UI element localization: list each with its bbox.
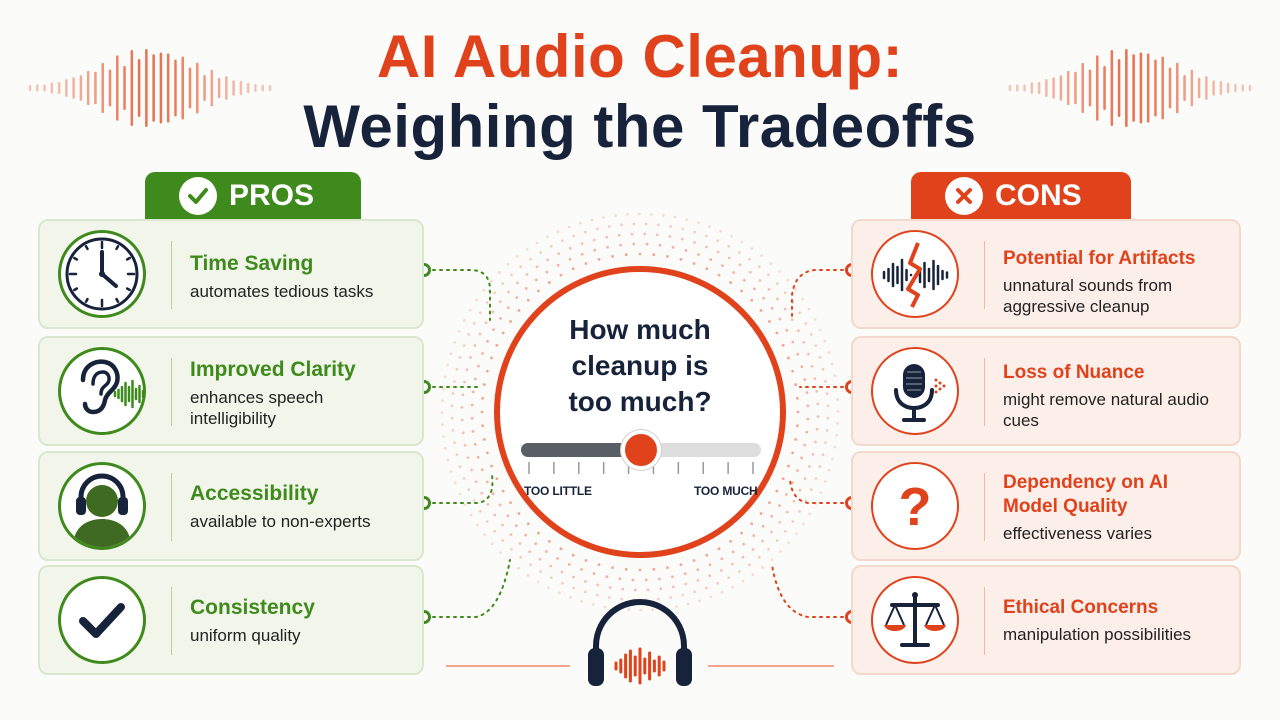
slider-fill <box>521 443 641 457</box>
microphone-icon <box>871 347 959 435</box>
pros-label: PROS <box>229 179 315 212</box>
pro-card-time-saving: Time Saving automates tedious tasks <box>38 219 424 329</box>
pro-card-improved-clarity: Improved Clarity enhances speech intelli… <box>38 336 424 446</box>
center-circle <box>494 266 786 558</box>
pro-heading: Improved Clarity <box>190 358 356 381</box>
pro-description: automates tedious tasks <box>190 282 374 301</box>
pro-heading: Consistency <box>190 596 315 619</box>
connector-accessibility <box>425 474 494 504</box>
slider-max-label: TOO MUCH <box>694 484 758 498</box>
con-heading: Loss of Nuance <box>1003 362 1145 383</box>
svg-text:?: ? <box>899 477 932 537</box>
checkmark-icon <box>58 576 146 664</box>
con-card-dependency: ? Dependency on AI Model Quality effecti… <box>851 451 1241 561</box>
x-circle-icon <box>945 177 983 215</box>
cons-label: CONS <box>995 179 1082 212</box>
title-line-1: AI Audio Cleanup: <box>376 23 904 90</box>
person-headphones-icon <box>58 462 146 550</box>
pro-description: enhances speech intelligibility <box>190 388 324 428</box>
dotted-halo <box>440 212 840 612</box>
cons-header: CONS <box>911 172 1131 220</box>
connector-ethical <box>771 564 851 618</box>
con-description: might remove natural audio cues <box>1003 390 1210 430</box>
title-line-2: Weighing the Tradeoffs <box>303 93 977 160</box>
pro-card-accessibility: Accessibility available to non-experts <box>38 451 424 561</box>
pros-header: PROS <box>145 172 361 220</box>
con-heading: Dependency on AI Model Quality <box>1003 472 1169 517</box>
ear-soundwave-icon <box>58 347 146 435</box>
pro-card-consistency: Consistency uniform quality <box>38 565 424 675</box>
scales-icon <box>871 576 959 664</box>
clock-icon <box>58 230 146 318</box>
con-description: manipulation possibilities <box>1003 625 1192 644</box>
con-heading: Ethical Concerns <box>1003 597 1159 618</box>
con-description: unnatural sounds from aggressive cleanup <box>1003 276 1173 316</box>
con-description: effectiveness varies <box>1003 524 1152 543</box>
connector-time-saving <box>425 269 491 321</box>
center-question: How much cleanup is too much? <box>568 314 712 417</box>
broken-waveform-icon <box>871 230 959 318</box>
connector-artifacts <box>791 269 851 321</box>
soundwave-decoration-left <box>28 49 272 127</box>
connector-dependency <box>789 479 851 504</box>
con-card-ethical: Ethical Concerns manipulation possibilit… <box>851 565 1241 675</box>
soundwave-decoration-right <box>1008 49 1252 127</box>
pro-description: uniform quality <box>190 626 301 645</box>
headphones-waveform-icon <box>588 599 692 686</box>
con-card-artifacts: Potential for Artifacts unnatural sounds… <box>851 219 1241 329</box>
question-mark-icon: ? <box>871 462 959 550</box>
pro-heading: Accessibility <box>190 482 319 505</box>
check-circle-icon <box>179 177 217 215</box>
con-card-loss-of-nuance: Loss of Nuance might remove natural audi… <box>851 336 1241 446</box>
pro-heading: Time Saving <box>190 252 314 275</box>
slider-knob[interactable] <box>621 430 661 470</box>
con-heading: Potential for Artifacts <box>1003 248 1196 269</box>
slider-min-label: TOO LITTLE <box>524 484 592 498</box>
connector-consistency <box>425 559 511 618</box>
pro-description: available to non-experts <box>190 512 371 531</box>
